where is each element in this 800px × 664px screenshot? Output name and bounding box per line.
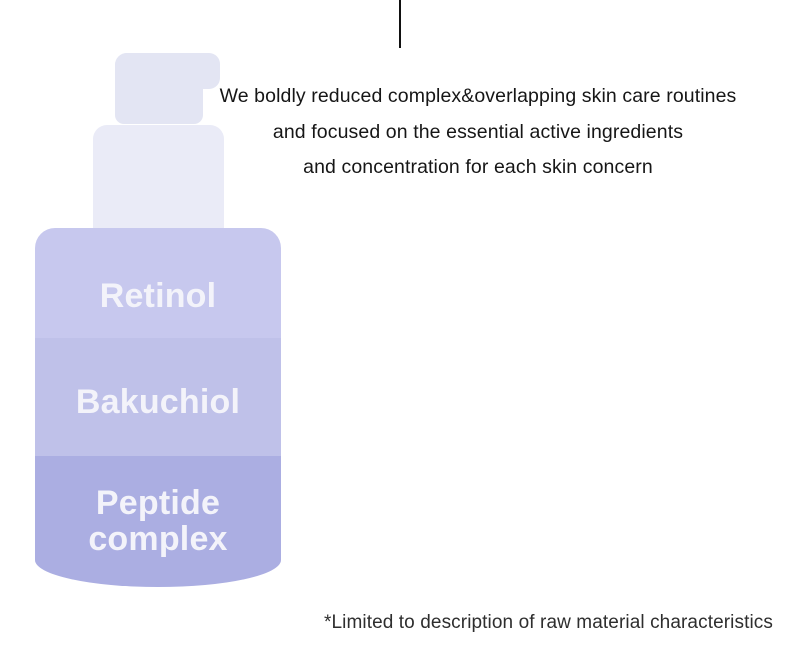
pump-head [115, 53, 203, 124]
tagline-line-2: and focused on the essential active ingr… [272, 120, 684, 143]
layer-retinol [35, 228, 281, 338]
tagline: We boldly reduced complex&overlapping sk… [158, 79, 798, 186]
top-divider-line [399, 0, 401, 48]
footnote: *Limited to description of raw material … [323, 612, 773, 633]
tagline-line-3: and concentration for each skin concern [303, 156, 653, 178]
ingredient-label-retinol: Retinol [99, 277, 217, 315]
layer-peptide-complex [35, 456, 281, 587]
tagline-line-1: We boldly reduced complex&overlapping sk… [219, 85, 737, 107]
ingredient-label-bakuchiol: Bakuchiol [75, 383, 241, 421]
bottle-neck [93, 125, 224, 245]
layer-bakuchiol [35, 338, 281, 456]
bottle-body: Retinol Bakuchiol Peptide complex [35, 228, 281, 587]
ingredient-label-peptide-complex: Peptide complex [88, 484, 228, 558]
